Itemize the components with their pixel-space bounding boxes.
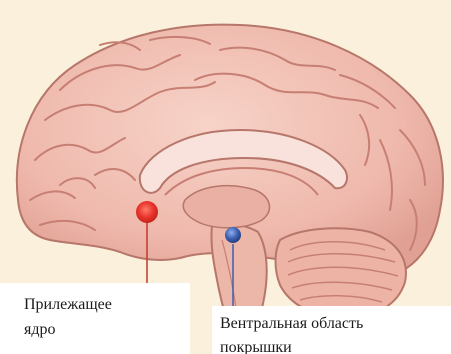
nucleus-accumbens-label-line1: Прилежащее — [24, 294, 112, 316]
thalamus — [183, 186, 269, 228]
vta-label-line2: покрышки — [220, 337, 292, 354]
vta-marker — [225, 227, 241, 243]
nucleus-accumbens-marker — [136, 201, 158, 223]
nucleus-accumbens-label-line2: ядро — [24, 319, 56, 341]
vta-label-line1: Вентральная область — [220, 313, 363, 335]
